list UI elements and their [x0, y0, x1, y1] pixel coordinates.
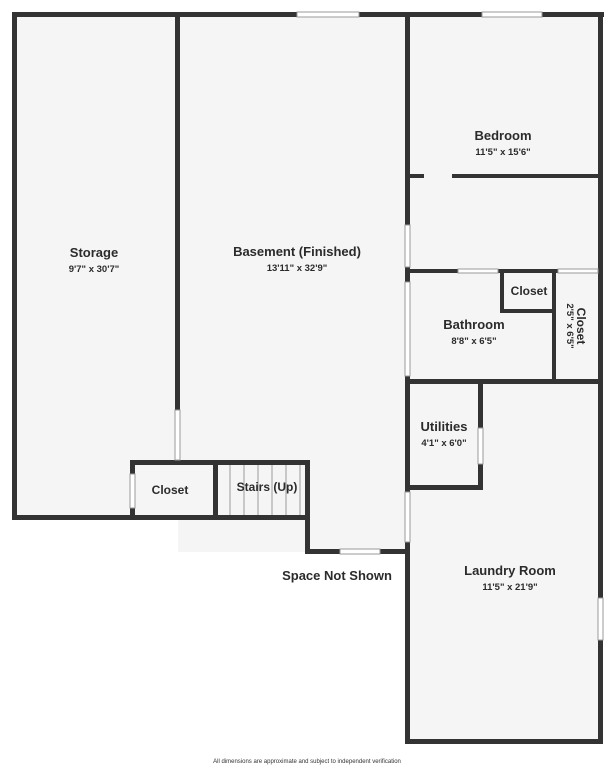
window: [296, 11, 360, 18]
wall: [405, 739, 603, 744]
wall: [12, 515, 308, 520]
basement-label: Basement (Finished): [233, 244, 361, 259]
disclaimer-footer: All dimensions are approximate and subje…: [213, 759, 401, 765]
closet-left-floor: [130, 462, 216, 518]
wall: [452, 174, 600, 178]
laundry-dims: 11'5" x 21'9": [482, 582, 537, 593]
space-not-shown-label: Space Not Shown: [282, 568, 392, 583]
wall: [130, 460, 310, 465]
utilities-label: Utilities: [421, 419, 468, 434]
window: [404, 224, 411, 268]
wall: [305, 460, 310, 554]
closet-small-label: Closet: [511, 284, 548, 298]
wall: [408, 174, 424, 178]
utilities-dims: 4'1" x 6'0": [421, 438, 466, 449]
basement-dims: 13'11" x 32'9": [267, 263, 328, 274]
wall: [500, 269, 504, 313]
wall: [408, 269, 458, 273]
laundry-label: Laundry Room: [464, 563, 556, 578]
storage-dims: 9'7" x 30'7": [69, 264, 120, 275]
wall: [175, 14, 180, 410]
wall: [405, 12, 410, 744]
storage-floor: [14, 14, 178, 518]
window: [457, 268, 499, 274]
window: [477, 427, 484, 465]
stairs-floor: [216, 462, 310, 518]
window: [174, 409, 181, 461]
wall: [408, 379, 600, 384]
stairs-label: Stairs (Up): [237, 480, 298, 494]
closet-left-label: Closet: [152, 483, 189, 497]
floor-fills: [14, 14, 600, 742]
window: [339, 548, 381, 555]
bedroom-dims: 11'5" x 15'6": [475, 147, 530, 158]
wall: [12, 12, 17, 520]
window: [557, 268, 599, 274]
closet-side-label-group: Closet 2'5" x 6'5": [564, 303, 588, 348]
east-wing-floor: [408, 14, 600, 742]
windows: [129, 11, 604, 641]
window: [597, 597, 604, 641]
closet-side-label: Closet: [574, 308, 588, 345]
wall: [500, 309, 556, 313]
wall: [213, 460, 218, 518]
window: [481, 11, 543, 18]
window: [404, 491, 411, 543]
window: [404, 281, 411, 377]
wall: [598, 12, 603, 744]
bathroom-dims: 8'8" x 6'5": [451, 336, 496, 347]
wall: [552, 269, 556, 383]
stair-treads: [229, 465, 301, 515]
bathroom-label: Bathroom: [443, 317, 504, 332]
window: [129, 473, 136, 509]
wall: [498, 269, 558, 273]
closet-side-dims: 2'5" x 6'5": [564, 303, 575, 348]
storage-label: Storage: [70, 245, 118, 260]
bedroom-label: Bedroom: [474, 128, 531, 143]
wall: [408, 485, 483, 490]
